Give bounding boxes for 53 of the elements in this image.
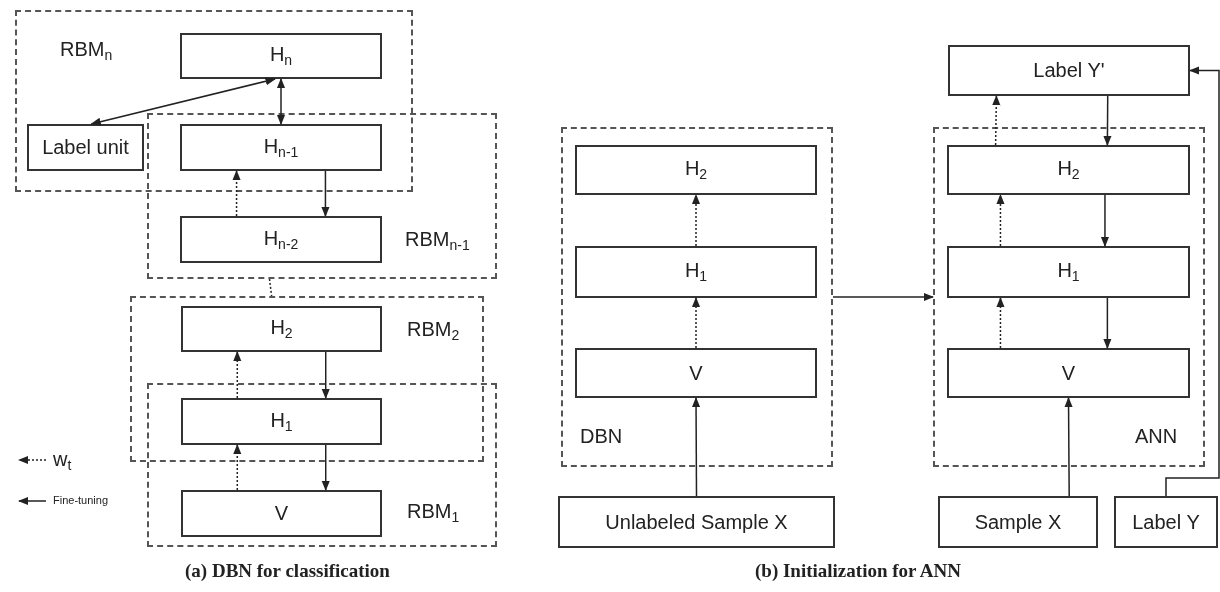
layer-box: Unlabeled Sample X	[558, 496, 835, 548]
layer-box: H$_{2}$	[181, 306, 382, 352]
arrow	[1064, 396, 1073, 497]
layer-box: H$_{1}$	[575, 246, 817, 298]
layer-box: H$_{1}$	[947, 246, 1190, 298]
group-label: RBM$_{1}$	[407, 500, 460, 526]
layer-box: V	[575, 348, 817, 398]
arrow	[832, 292, 935, 302]
dotted-arrow	[691, 296, 701, 349]
layer-box: H$_{1}$	[181, 398, 382, 445]
dashed-group-box	[933, 127, 1205, 467]
layer-box: H$_{n-1}$	[180, 124, 382, 171]
layer-box: Label Y	[1114, 496, 1218, 548]
layer-box: H$_{n-2}$	[180, 216, 382, 263]
dashed-group-box	[561, 127, 833, 467]
group-label: ANN	[1135, 425, 1178, 448]
dotted-arrow	[233, 443, 242, 491]
legend-label: w$_{t}$	[53, 448, 72, 474]
group-label: RBM$_{2}$	[407, 318, 460, 344]
dotted-arrow	[992, 94, 1001, 146]
arrow	[321, 170, 330, 218]
layer-box: H$_{2}$	[575, 145, 817, 195]
subfigure-caption: (b) Initialization for ANN	[755, 560, 961, 582]
dashed-group-box	[130, 296, 484, 462]
layer-box: Sample X	[938, 496, 1098, 548]
double-arrow	[276, 77, 286, 126]
layer-box: H$_{n}$	[180, 33, 382, 79]
layer-box: Label unit	[27, 124, 144, 171]
arrow	[1103, 95, 1112, 147]
arrow	[1165, 66, 1220, 497]
group-label: RBM$_{n-1}$	[405, 228, 470, 254]
layer-box: H$_{2}$	[947, 145, 1190, 195]
dashed-group-box	[147, 113, 497, 279]
arrow	[691, 396, 701, 497]
layer-box: Label Y'	[948, 45, 1190, 96]
dotted-arrow	[691, 193, 701, 247]
double-arrow	[90, 77, 276, 126]
layer-box: V	[947, 348, 1190, 398]
legend-label: Fine-tuning	[53, 494, 109, 507]
dotted-arrow	[996, 193, 1005, 247]
dotted-arrow	[996, 296, 1005, 349]
arrow	[1103, 297, 1112, 350]
group-label: RBM$_{n}$	[60, 38, 113, 64]
dotted-arrow	[233, 350, 242, 399]
layer-box: V	[181, 490, 382, 537]
dotted-arrow	[232, 169, 241, 217]
arrow	[321, 351, 330, 400]
arrow	[1100, 194, 1110, 248]
dotted-connector-line	[268, 278, 273, 297]
arrow	[321, 444, 330, 492]
dashed-group-box	[147, 383, 497, 547]
subfigure-caption: (a) DBN for classification	[185, 560, 390, 582]
group-label: DBN	[580, 425, 623, 448]
